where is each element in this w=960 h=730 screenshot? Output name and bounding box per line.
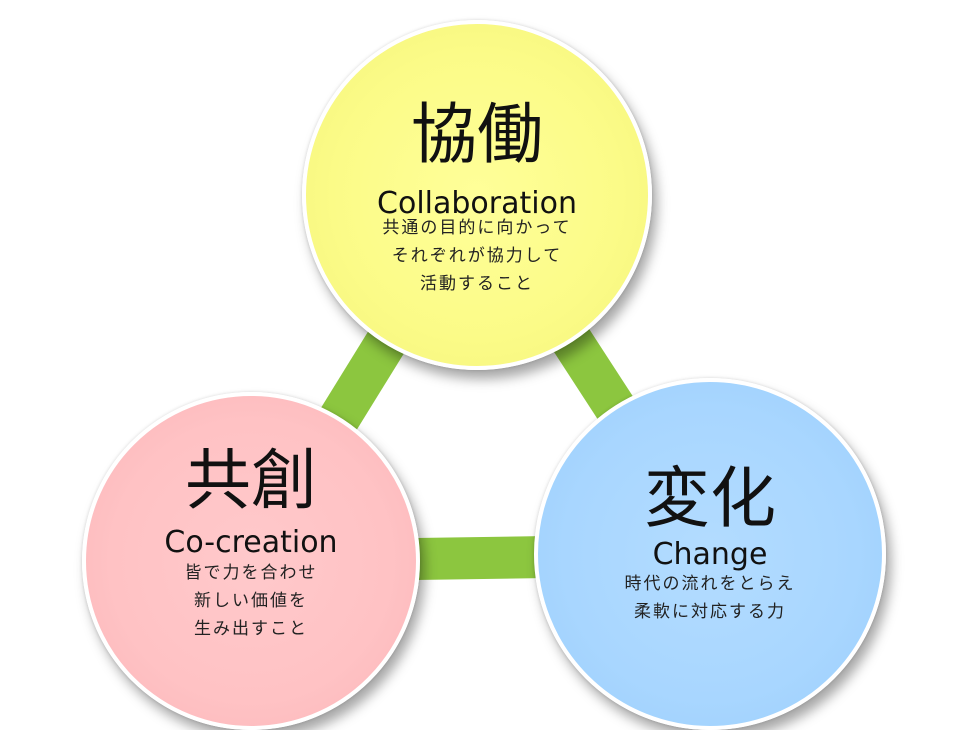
- node-change-description: 時代の流れをとらえ 柔軟に対応する力: [538, 570, 882, 626]
- description-line: 生み出すこと: [194, 619, 308, 639]
- description-line: 活動すること: [420, 274, 534, 294]
- node-collaboration: 協働 Collaboration 共通の目的に向かって それぞれが協力して 活動…: [302, 20, 652, 370]
- node-cocreation-description: 皆で力を合わせ 新しい価値を 生み出すこと: [86, 559, 416, 643]
- node-change-english: Change: [652, 537, 768, 572]
- description-line: 共通の目的に向かって: [382, 218, 572, 238]
- description-line: 新しい価値を: [194, 591, 308, 611]
- description-line: 時代の流れをとらえ: [624, 574, 796, 594]
- description-line: 柔軟に対応する力: [634, 602, 786, 622]
- node-cocreation: 共創 Co-creation 皆で力を合わせ 新しい価値を 生み出すこと: [82, 392, 420, 730]
- description-line: 皆で力を合わせ: [184, 563, 318, 583]
- node-cocreation-english: Co-creation: [164, 525, 338, 560]
- node-collaboration-description: 共通の目的に向かって それぞれが協力して 活動すること: [306, 214, 648, 298]
- description-line: それぞれが協力して: [391, 246, 563, 266]
- node-change-kanji: 変化: [644, 460, 776, 537]
- node-collaboration-english: Collaboration: [377, 186, 577, 221]
- node-cocreation-kanji: 共創: [185, 442, 317, 519]
- node-collaboration-kanji: 協働: [411, 96, 543, 173]
- node-change: 変化 Change 時代の流れをとらえ 柔軟に対応する力: [534, 378, 886, 730]
